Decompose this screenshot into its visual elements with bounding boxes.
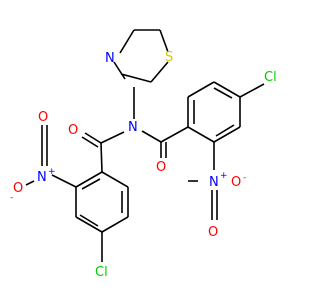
right-nitro-bottom-oxygen-label: O bbox=[208, 225, 218, 240]
bond bbox=[187, 81, 215, 98]
bond bbox=[84, 132, 102, 144]
bond bbox=[113, 61, 126, 80]
bond bbox=[213, 126, 241, 143]
bond bbox=[150, 61, 169, 83]
molecule-diagram: S N N O O Cl Cl N + O O - N + O - O bbox=[10, 29, 277, 280]
right-chlorine-label: Cl bbox=[264, 70, 277, 85]
thiazoline-ring bbox=[113, 29, 169, 83]
bond bbox=[75, 171, 103, 188]
bond bbox=[100, 131, 125, 144]
right-oxide-minus-charge: - bbox=[243, 173, 246, 183]
bond bbox=[75, 216, 103, 233]
left-nitro-nitrogen-label: N bbox=[37, 170, 47, 185]
bond bbox=[101, 171, 129, 188]
bond bbox=[239, 83, 265, 98]
bond bbox=[213, 87, 233, 99]
bond bbox=[81, 178, 101, 190]
bond bbox=[79, 214, 99, 227]
left-benzene-ring bbox=[75, 171, 129, 233]
bond bbox=[81, 136, 99, 148]
bond bbox=[120, 73, 152, 83]
right-nitro-nitrogen-label: N bbox=[209, 175, 219, 190]
bottom-chlorine-label: Cl bbox=[95, 265, 108, 280]
left-nitro-plus-charge: + bbox=[48, 167, 56, 177]
thiazoline-nitrogen-label: N bbox=[105, 51, 115, 66]
bond bbox=[119, 29, 135, 54]
right-carbonyl-oxygen-label: O bbox=[156, 160, 166, 175]
left-nitro-top-oxygen-label: O bbox=[38, 110, 48, 125]
bond bbox=[160, 126, 189, 143]
left-nitro-side-oxygen-label: O bbox=[13, 181, 23, 196]
right-benzene-ring bbox=[187, 81, 241, 143]
bond bbox=[100, 142, 103, 173]
bond bbox=[215, 124, 235, 137]
bond bbox=[51, 174, 77, 188]
left-carbonyl-oxygen-label: O bbox=[68, 123, 78, 138]
left-oxide-minus-charge: - bbox=[10, 193, 13, 203]
right-nitro-side-oxygen-label: O bbox=[231, 175, 241, 190]
imide-nitrogen-label: N bbox=[128, 120, 138, 135]
bond bbox=[213, 81, 241, 98]
bond bbox=[25, 180, 35, 186]
sulfur-atom-label: S bbox=[165, 50, 173, 65]
bond bbox=[159, 29, 169, 53]
bond bbox=[101, 216, 129, 233]
right-nitro-plus-charge: + bbox=[220, 171, 228, 181]
bond bbox=[187, 126, 215, 143]
bond bbox=[141, 130, 162, 143]
